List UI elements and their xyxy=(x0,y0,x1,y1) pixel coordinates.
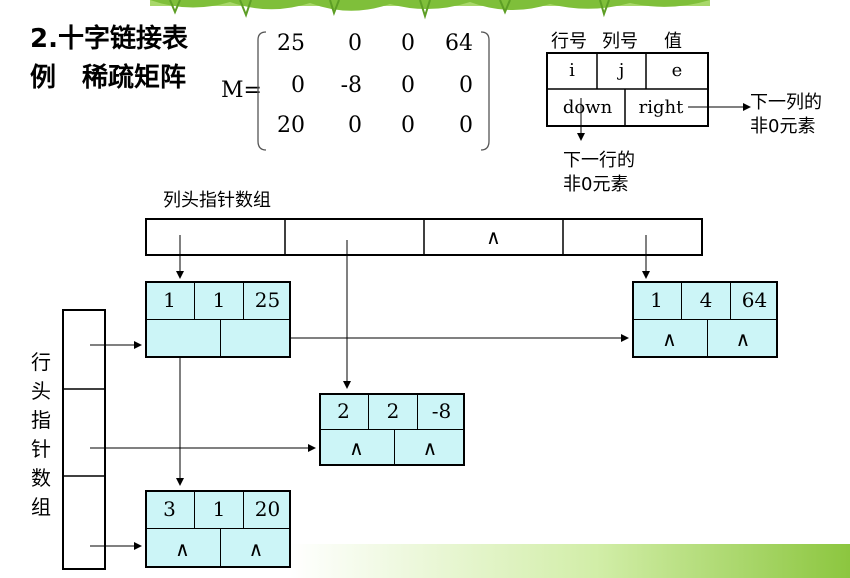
bottom-gradient-bar xyxy=(290,544,850,578)
matrix-cell: 64 xyxy=(445,31,473,56)
legend-cell-j: j xyxy=(618,60,625,81)
col-head-cell-2 xyxy=(285,219,424,255)
matrix-cell: 0 xyxy=(401,31,415,56)
row-head-char: 头 xyxy=(31,379,51,403)
matrix-cell: 0 xyxy=(401,73,415,98)
node-cell-e: -8 xyxy=(417,393,465,430)
col-head-label: 列头指针数组 xyxy=(163,190,271,211)
matrix-cell: 0 xyxy=(459,113,473,138)
node-cell-right: ∧ xyxy=(220,529,291,568)
matrix-cell: 0 xyxy=(348,113,362,138)
row-head-label: 行 头 指 针 数 组 xyxy=(29,348,53,522)
grass-decoration xyxy=(150,0,710,20)
legend-header-val: 值 xyxy=(664,31,682,52)
legend-down-note-1: 下一行的 xyxy=(563,150,635,171)
matrix-right-bracket xyxy=(480,31,490,151)
node-cell-i: 3 xyxy=(145,490,194,529)
node-cell-j: 1 xyxy=(194,281,243,320)
page-title-line1: 2.十字链接表 xyxy=(30,24,188,54)
list-node xyxy=(145,490,291,568)
node-cell-down: ∧ xyxy=(349,436,364,460)
legend-right-note-2: 非0元素 xyxy=(750,116,816,137)
legend-cell-down: down xyxy=(562,97,613,118)
matrix-label: M= xyxy=(221,78,262,103)
row-head-char: 行 xyxy=(31,350,51,374)
node-cell-j: 2 xyxy=(368,393,417,430)
node-cell-right: ∧ xyxy=(394,430,465,466)
node-cell-e: 25 xyxy=(243,281,291,320)
matrix-cell: 0 xyxy=(401,113,415,138)
page-title-line2: 例 稀疏矩阵 xyxy=(30,63,187,93)
row-head-char: 针 xyxy=(31,437,51,461)
node-cell-i: 1 xyxy=(145,281,194,320)
node-cell-down xyxy=(145,320,220,358)
row-head-char: 组 xyxy=(31,495,51,519)
row-head-char: 指 xyxy=(31,408,51,432)
matrix-left-bracket xyxy=(257,31,267,151)
legend-cell-e: e xyxy=(671,60,683,81)
col-head-cell-4 xyxy=(563,219,702,255)
col-head-cell-1 xyxy=(146,219,285,255)
node-cell-down: ∧ xyxy=(175,536,190,561)
col-head-cell-3: ∧ xyxy=(486,225,501,249)
legend-header-col: 列号 xyxy=(602,31,638,52)
node-cell-i: 1 xyxy=(632,281,681,320)
legend-cell-i: i xyxy=(569,60,575,81)
legend-cell-right: right xyxy=(638,97,684,118)
matrix-cell: 25 xyxy=(277,31,305,56)
node-cell-j: 4 xyxy=(681,281,730,320)
row-head-char: 数 xyxy=(31,466,51,490)
legend-right-note-1: 下一列的 xyxy=(750,92,822,113)
matrix-cell: 0 xyxy=(459,73,473,98)
node-cell-e: 20 xyxy=(243,490,291,529)
matrix-cell: 0 xyxy=(291,73,305,98)
legend-down-note-2: 非0元素 xyxy=(563,174,629,195)
node-cell-j: 1 xyxy=(194,490,243,529)
legend-header-row: 行号 xyxy=(551,31,587,52)
node-cell-down: ∧ xyxy=(662,327,677,351)
matrix-cell: 20 xyxy=(277,113,305,138)
matrix-cell: -8 xyxy=(340,73,362,98)
node-cell-e: 64 xyxy=(730,281,778,320)
node-cell-i: 2 xyxy=(319,393,368,430)
node-cell-right xyxy=(220,320,291,358)
matrix-cell: 0 xyxy=(348,31,362,56)
node-cell-right: ∧ xyxy=(707,320,778,358)
